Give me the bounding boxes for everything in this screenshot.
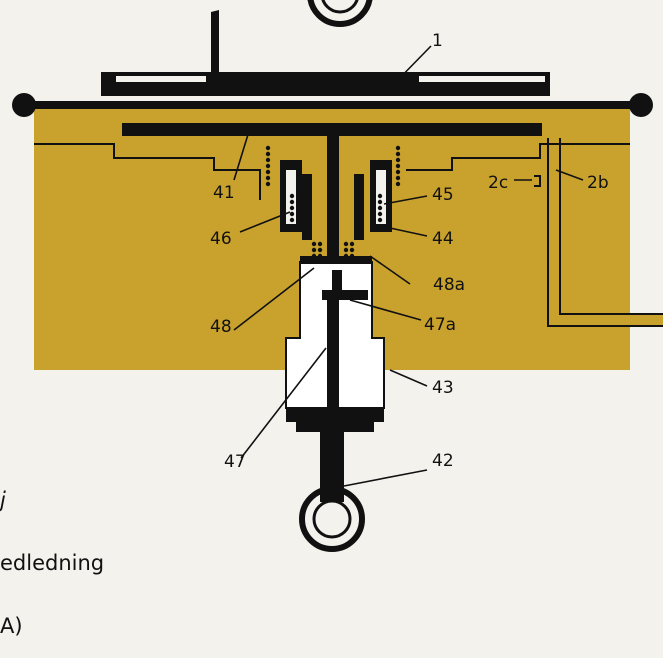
port-2c [534,175,541,187]
central-stem [327,136,339,264]
spring-dot [395,151,401,157]
label-1: 1 [432,31,443,51]
inner-cavity-outline [34,143,630,200]
spring-dot [395,175,401,181]
label-42: 42 [432,451,454,471]
spring-dot [265,181,271,187]
spring-dot [265,163,271,169]
caption-line-2: edledning [0,551,105,575]
spring-dot [349,247,355,253]
spring-dot [311,247,317,253]
spring-dot [265,157,271,163]
spring-dot [289,211,295,217]
spring-dot [265,175,271,181]
spring-dot [343,247,349,253]
bottom-piston [286,408,384,432]
diaphragm-plate [122,123,542,136]
spring-dot [395,157,401,163]
spring-dot [349,241,355,247]
valve-diagram: 1 41 46 45 44 48a 48 47a 43 47 42 2c 2b [12,0,663,552]
spring-dot [265,169,271,175]
label-47: 47 [224,452,246,472]
label-46: 46 [210,229,232,249]
caption-line-1: j [0,488,6,512]
label-47a: 47a [424,315,456,335]
pipe-2b [547,138,663,327]
spring-dot [317,247,323,253]
spring-dot [317,241,323,247]
spring-dot [265,145,271,151]
spring-dot [377,199,383,205]
diagram-stage: 1 41 46 45 44 48a 48 47a 43 47 42 2c 2b … [0,0,663,637]
bottom-mounting-eye [299,486,365,552]
part-labels: 1 41 46 45 44 48a 48 47a 43 47 42 2c 2b [210,31,609,472]
label-41: 41 [213,183,235,203]
spring-dot [289,199,295,205]
label-43: 43 [432,378,454,398]
piston-47a [322,270,368,300]
spring-dot [289,193,295,199]
top-plate [101,72,550,96]
spring-dot [395,169,401,175]
label-44: 44 [432,229,454,249]
spring-dot [377,211,383,217]
spring-dot [265,151,271,157]
leader-lines [233,45,584,487]
spring-dot [395,163,401,169]
label-45: 45 [432,185,454,205]
spring-dot [289,205,295,211]
top-mounting-eye [307,0,373,27]
label-48a: 48a [433,275,465,295]
lever-rod [211,10,219,92]
spring-dot [377,217,383,223]
caption-line-3: A) [0,614,23,638]
caption: j edledning A) [0,448,104,658]
label-2b: 2b [587,173,609,193]
spring-dot [343,241,349,247]
piston-rod [327,296,339,436]
membrane-bar [12,93,653,117]
spring-dot [377,193,383,199]
spring-dot [377,205,383,211]
spring-dot [395,181,401,187]
spring-dot [311,241,317,247]
spring-dot [395,145,401,151]
label-2c: 2c [488,173,508,193]
label-48: 48 [210,317,232,337]
spring-dot [289,217,295,223]
